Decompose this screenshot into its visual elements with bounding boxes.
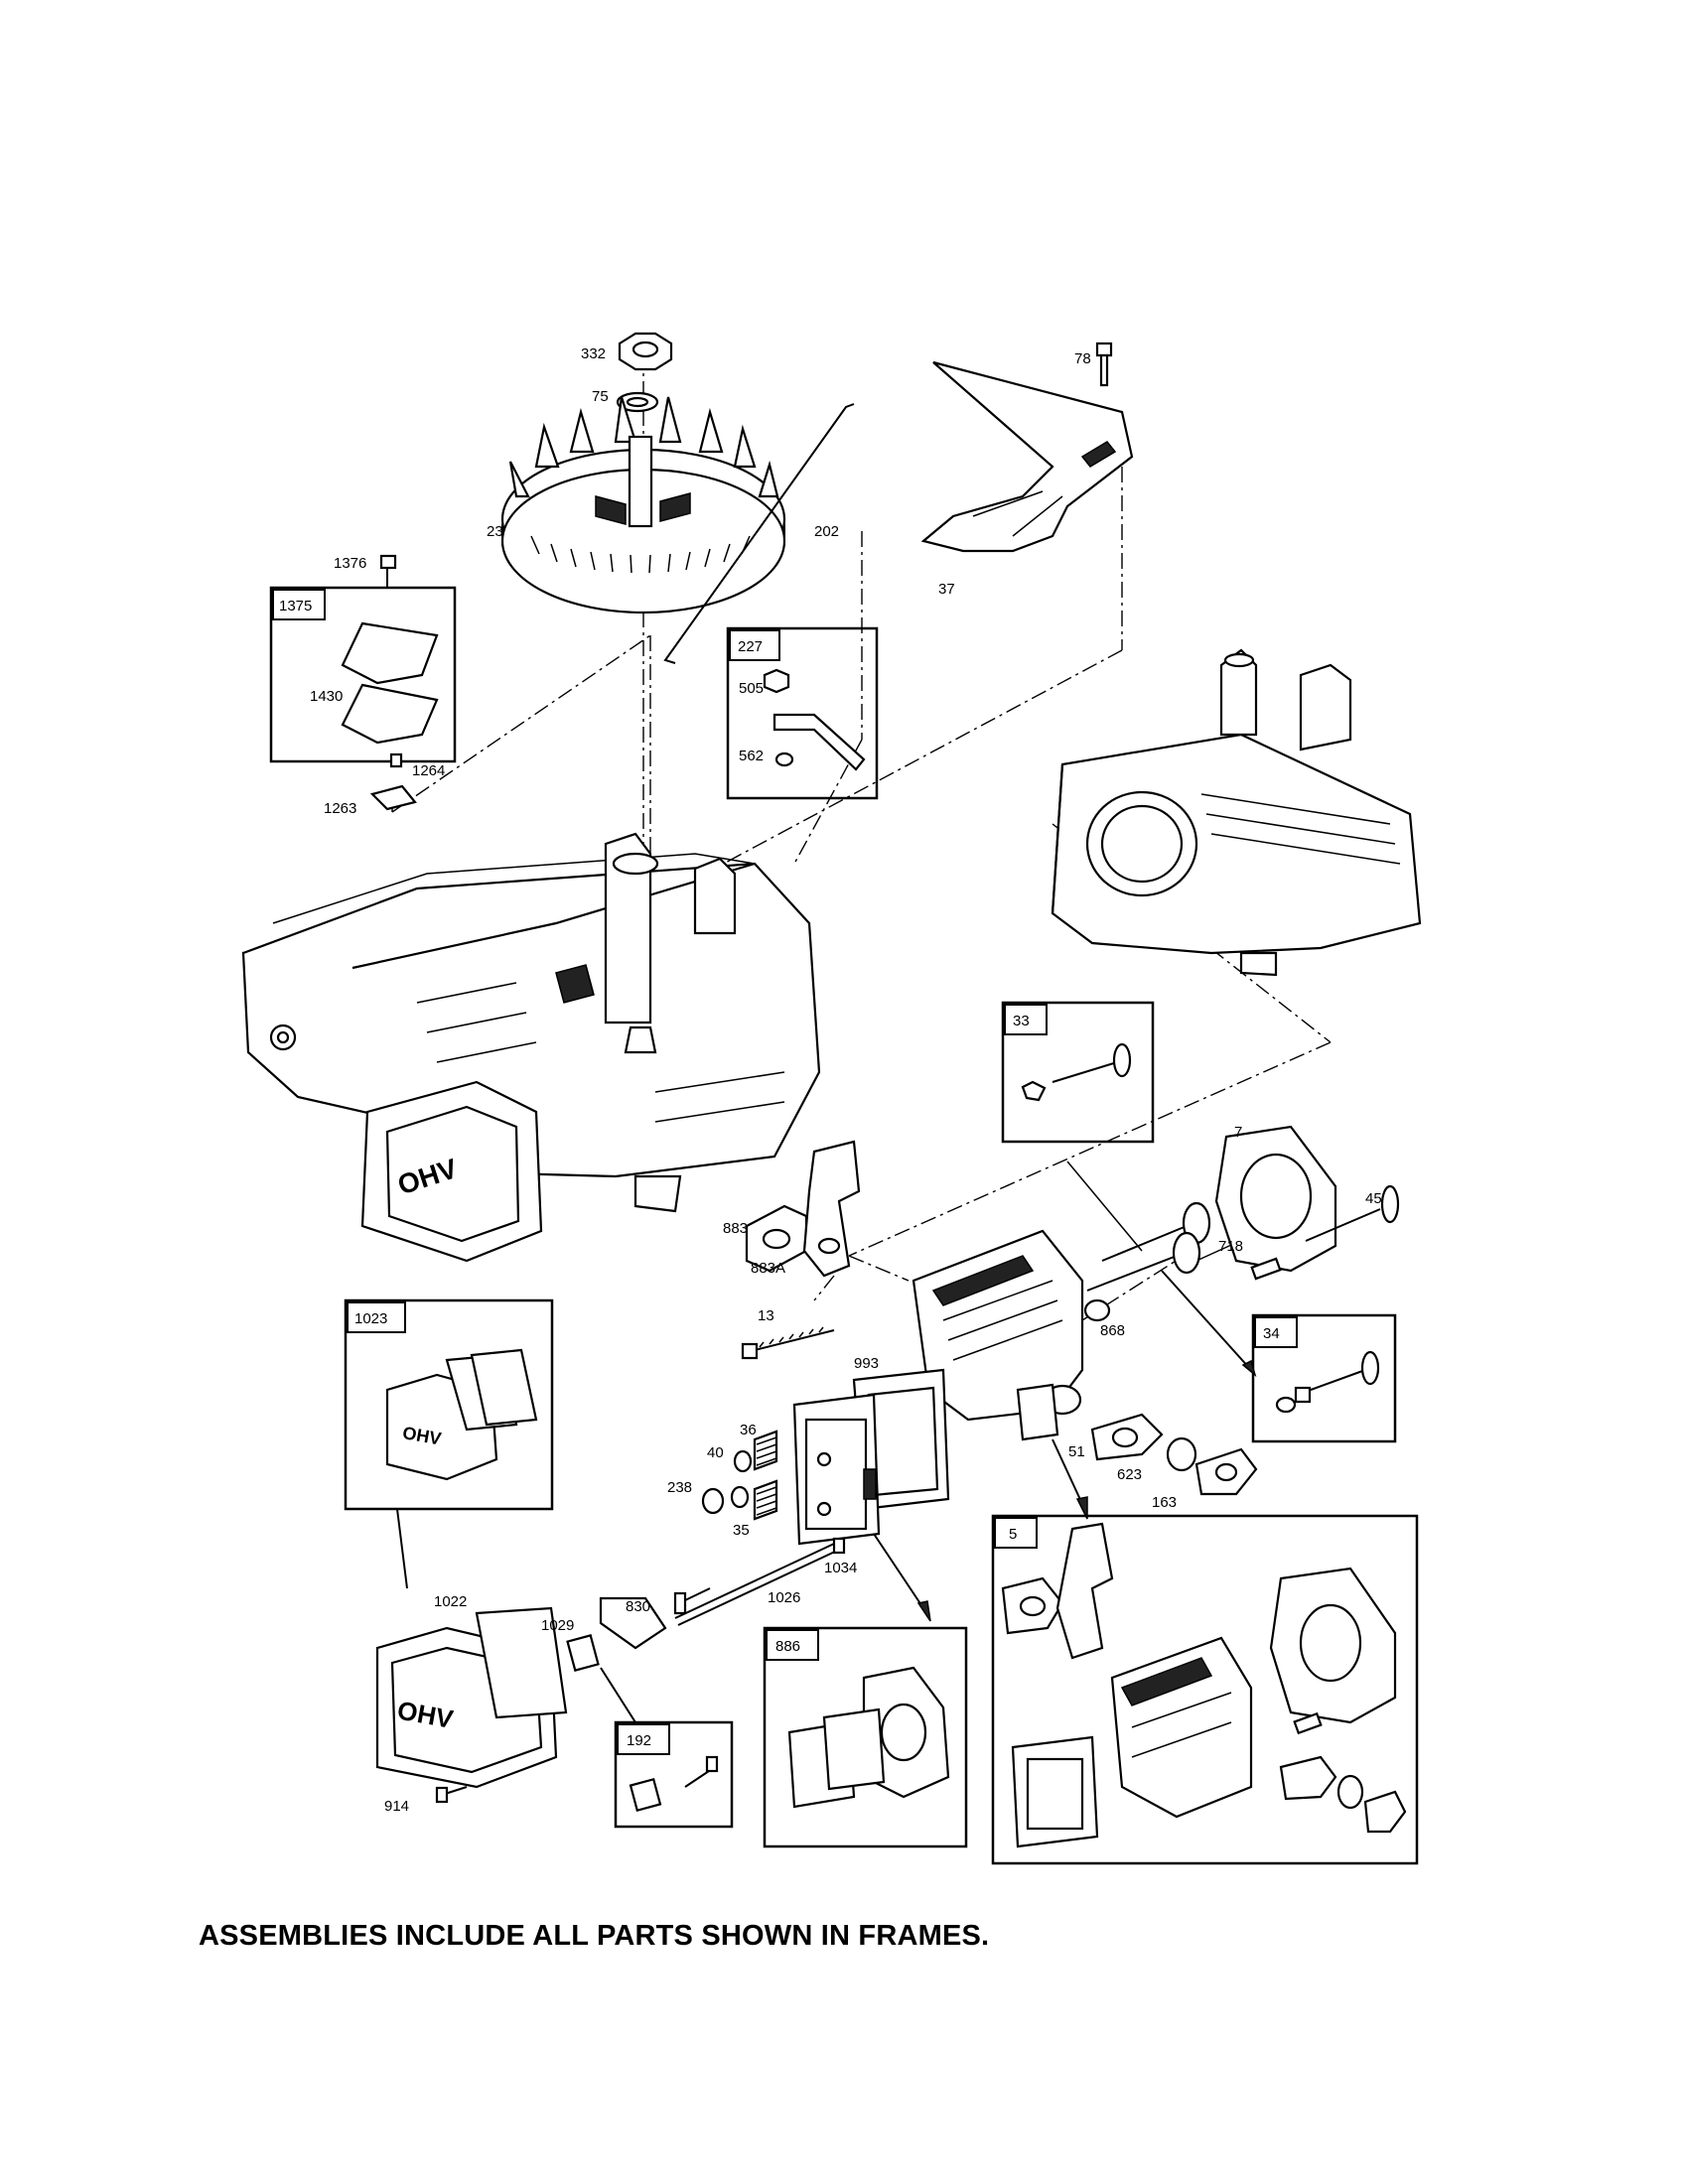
leader-34-arrow: [1241, 1359, 1257, 1378]
label-23: 23: [487, 523, 503, 540]
frame-886: [763, 1626, 968, 1848]
label-13: 13: [758, 1307, 774, 1324]
label-238: 238: [667, 1479, 692, 1496]
label-883A: 883A: [751, 1260, 785, 1277]
label-35: 35: [733, 1522, 750, 1539]
throttle-rod: [663, 403, 855, 664]
frame-label-192: 192: [627, 1732, 651, 1749]
label-830: 830: [626, 1598, 650, 1615]
frame-label-1375: 1375: [279, 598, 312, 614]
label-562: 562: [739, 748, 764, 764]
frame-33: [1001, 1001, 1155, 1144]
cylinder-head: [912, 1229, 1084, 1441]
leader-5-arrow: [1075, 1496, 1088, 1520]
frame-192: [614, 1720, 734, 1829]
flywheel-group: [500, 332, 786, 614]
label-1022: 1022: [434, 1593, 467, 1610]
label-332: 332: [581, 345, 606, 362]
frame-1375: [269, 554, 457, 811]
label-1263: 1263: [324, 800, 356, 817]
frame-1023: OHV: [344, 1298, 554, 1511]
leader-lines: [391, 352, 1332, 1321]
label-505: 505: [739, 680, 764, 697]
leader-192-frame: [600, 1667, 636, 1723]
bracket-37: [920, 341, 1134, 553]
label-75: 75: [592, 388, 609, 405]
footer-note: ASSEMBLIES INCLUDE ALL PARTS SHOWN IN FR…: [199, 1920, 990, 1952]
frame-label-5: 5: [1009, 1526, 1017, 1543]
label-718: 718: [1218, 1238, 1243, 1255]
frame-label-1023: 1023: [354, 1310, 387, 1327]
label-1029: 1029: [541, 1617, 574, 1634]
label-1376: 1376: [334, 555, 366, 572]
label-868: 868: [1100, 1322, 1125, 1339]
frame-label-886: 886: [775, 1638, 800, 1655]
label-36: 36: [740, 1422, 757, 1438]
rocker-cover-1022: OHV: [375, 1606, 568, 1804]
frame-34: [1251, 1313, 1397, 1443]
leader-5-frame: [1052, 1438, 1083, 1505]
rocker-gaskets: [792, 1368, 950, 1546]
frame-labels: 1375 227 33 34 1023 5 886 192: [279, 598, 1280, 1749]
leader-886-frame: [873, 1533, 924, 1609]
label-1430: 1430: [310, 688, 343, 705]
leader-34-frame: [1161, 1270, 1252, 1371]
engine-block-assembled: OHV: [241, 832, 821, 1263]
label-1034: 1034: [824, 1560, 857, 1576]
label-1264: 1264: [412, 762, 445, 779]
valve-springs: [701, 1430, 778, 1521]
label-202: 202: [814, 523, 839, 540]
bolt-13: [741, 1326, 835, 1360]
frame-5: [991, 1514, 1419, 1865]
valves-gasket: [1083, 1125, 1400, 1322]
label-37: 37: [938, 581, 955, 598]
frame-label-227: 227: [738, 638, 763, 655]
leader-886-arrow: [916, 1600, 931, 1622]
label-914: 914: [384, 1798, 409, 1815]
frame-label-34: 34: [1263, 1325, 1280, 1342]
label-45: 45: [1365, 1190, 1382, 1207]
rocker-arm-1029: [566, 1587, 711, 1672]
label-163: 163: [1152, 1494, 1177, 1511]
label-7: 7: [1234, 1124, 1242, 1141]
label-40: 40: [707, 1444, 724, 1461]
frame-label-33: 33: [1013, 1013, 1030, 1029]
label-993: 993: [854, 1355, 879, 1372]
engine-block-bare: [1051, 648, 1422, 977]
frame-227: [726, 626, 879, 800]
label-883: 883: [723, 1220, 748, 1237]
exhaust-gaskets: [1090, 1413, 1258, 1496]
label-623: 623: [1117, 1466, 1142, 1483]
label-78: 78: [1074, 350, 1091, 367]
label-1026: 1026: [768, 1589, 800, 1606]
gasket-883: [745, 1140, 861, 1278]
leader-1023-frame: [396, 1508, 408, 1589]
label-51: 51: [1068, 1443, 1085, 1460]
pushrod-1026: [674, 1537, 846, 1626]
part-labels: 332 75 78 23 202 37 1376 1430 1264 1263 …: [310, 345, 1382, 1815]
